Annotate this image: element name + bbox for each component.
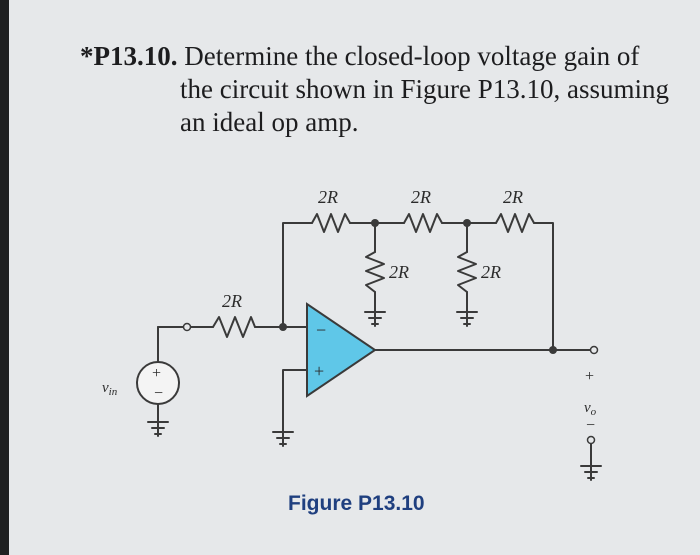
source-plus-sign: + (152, 365, 161, 382)
label-r-shunt-1: 2R (389, 262, 409, 282)
problem-line-3: an ideal op amp. (180, 107, 359, 137)
problem-statement: *P13.10. Determine the closed-loop volta… (80, 40, 680, 139)
output-minus-sign: − (586, 417, 595, 434)
source-minus-sign: − (154, 385, 163, 402)
op-amp (306, 302, 377, 398)
opamp-noninverting-sign: + (314, 361, 324, 381)
photo-edge (0, 0, 9, 555)
output-terminal-top (589, 345, 599, 355)
wire-top-right (533, 222, 554, 351)
label-r-top-1: 2R (318, 187, 338, 207)
opamp-inverting-sign: − (316, 320, 326, 340)
resistor-shunt-2 (457, 251, 477, 293)
output-plus-sign: + (585, 368, 594, 385)
junction-output (549, 346, 557, 354)
input-terminal (182, 322, 192, 332)
ground-shunt-1 (364, 311, 386, 327)
resistor-top-2 (403, 213, 443, 233)
ground-opamp (272, 431, 294, 447)
output-voltage-label: vo (584, 400, 597, 418)
textbook-page (9, 0, 700, 555)
problem-line-2: the circuit shown in Figure P13.10, assu… (180, 74, 669, 104)
resistor-top-1 (311, 213, 351, 233)
wire-feedback-left (282, 222, 313, 328)
junction-top-1 (371, 219, 379, 227)
ground-output (580, 465, 602, 481)
resistor-shunt-1 (365, 251, 385, 293)
voltage-source (136, 361, 180, 405)
output-terminal-bottom (586, 435, 596, 445)
problem-line-1: *P13.10. Determine the closed-loop volta… (80, 40, 680, 73)
resistor-input (212, 316, 256, 338)
wire-noninverting (282, 369, 308, 433)
label-r-top-3: 2R (503, 187, 523, 207)
ground-source (147, 421, 169, 437)
label-r-top-2: 2R (411, 187, 431, 207)
label-r-shunt-2: 2R (481, 262, 501, 282)
problem-number: *P13.10. (80, 41, 178, 71)
junction-inverting (279, 323, 287, 331)
figure-caption: Figure P13.10 (288, 492, 425, 515)
label-r-input: 2R (222, 291, 242, 311)
problem-text-1: Determine the closed-loop voltage gain o… (184, 41, 640, 71)
ground-shunt-2 (456, 311, 478, 327)
resistor-top-3 (495, 213, 535, 233)
input-voltage-label: vin (102, 380, 118, 398)
junction-top-2 (463, 219, 471, 227)
